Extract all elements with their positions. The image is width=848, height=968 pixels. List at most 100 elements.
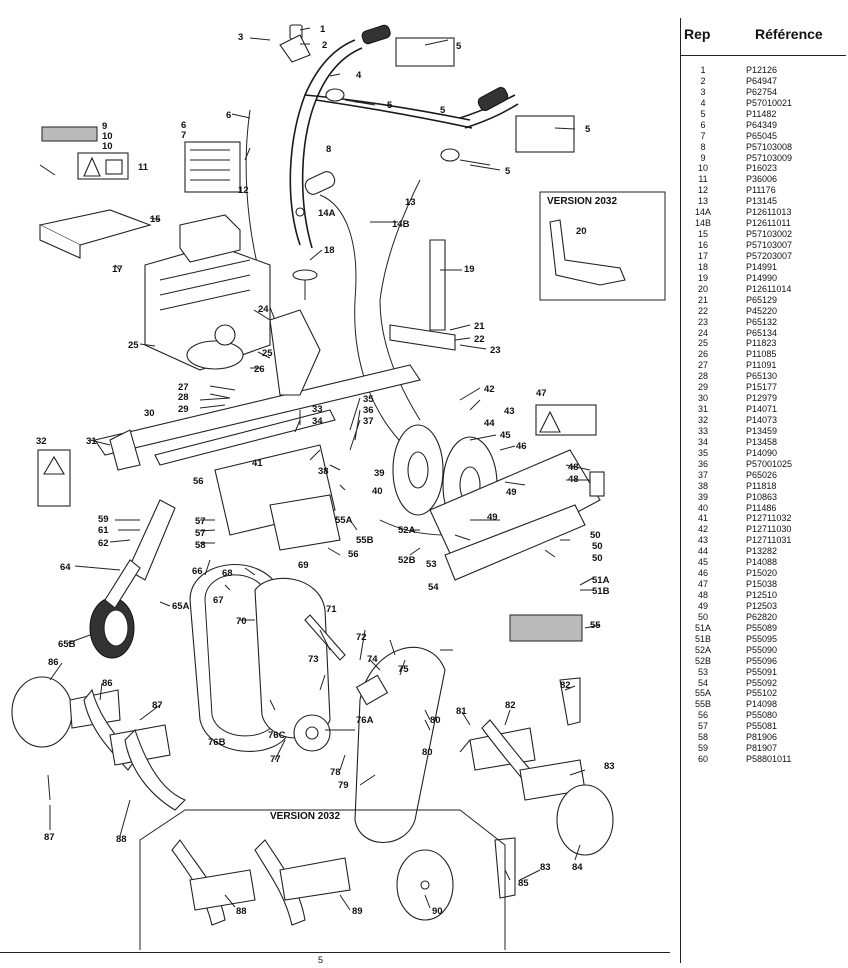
callout: 55 — [590, 620, 601, 631]
rep-cell: 53 — [697, 666, 708, 677]
rep-cell: 1 — [700, 65, 706, 75]
reference-cell: P57010021 — [746, 97, 793, 108]
leader-lines — [39, 27, 601, 911]
reference-cell: P55091 — [746, 666, 778, 677]
rep-cell: 35 — [697, 447, 708, 458]
rep-cell: 23 — [697, 316, 708, 327]
callout: 40 — [372, 486, 383, 497]
rep-cell: 28 — [697, 371, 708, 382]
reference-cell: P55089 — [746, 622, 778, 633]
reference-cell: P14090 — [746, 447, 778, 458]
rep-cell: 9 — [700, 152, 706, 163]
rep-cell: 41 — [697, 513, 708, 524]
callout: 77 — [270, 754, 281, 765]
rep-cell: 36 — [697, 458, 708, 469]
callout: 49 — [506, 487, 517, 498]
callout: 44 — [484, 418, 495, 429]
callout: 25 — [262, 348, 273, 359]
rep-cell: 18 — [697, 261, 708, 272]
callout: 87 — [152, 700, 163, 711]
reference-cell: P55081 — [746, 721, 778, 732]
reference-cell: P57203007 — [746, 250, 793, 261]
transport-wheel — [89, 499, 176, 659]
callout: 74 — [367, 654, 378, 665]
rep-cell: 30 — [697, 393, 708, 404]
callout: 10 — [102, 141, 113, 152]
reference-cell: P14073 — [746, 415, 778, 425]
callout: 31 — [86, 436, 97, 447]
callout: 41 — [252, 458, 263, 469]
table-row: 59 P81907 — [680, 743, 846, 754]
rep-cell: 38 — [697, 480, 708, 491]
reference-cell: P57103002 — [746, 229, 793, 240]
rep-cell: 52A — [694, 644, 711, 655]
callout: 50 — [590, 530, 601, 541]
reference-cell: P12126 — [746, 65, 778, 75]
version-2032-inset-top — [539, 191, 666, 301]
version-2032-inset-bottom — [139, 809, 506, 950]
rep-cell: 2 — [700, 75, 706, 86]
table-row: 35 P14090 — [680, 448, 846, 459]
callout: 72 — [356, 632, 367, 643]
reference-cell: P15038 — [746, 579, 778, 590]
callout: 50 — [592, 541, 603, 552]
callout: 52A — [398, 525, 416, 536]
callout: 45 — [500, 430, 511, 441]
callout: 13 — [405, 197, 416, 208]
callout: 25 — [128, 340, 139, 351]
callout: 5 — [387, 100, 393, 111]
reference-cell: P55096 — [746, 655, 778, 666]
rep-cell: 8 — [700, 141, 706, 152]
callout: 18 — [324, 245, 335, 256]
rep-cell: 29 — [697, 382, 708, 393]
callout: 34 — [312, 416, 323, 427]
rep-cell: 48 — [697, 590, 708, 600]
callout: 47 — [536, 388, 547, 399]
rep-cell: 14A — [694, 207, 711, 218]
rep-cell: 55B — [694, 699, 711, 710]
reference-cell: P81907 — [746, 743, 778, 754]
callout: 88 — [116, 834, 127, 845]
rep-cell: 16 — [697, 240, 708, 250]
callout: 39 — [374, 468, 385, 479]
rep-cell: 32 — [697, 415, 708, 425]
reference-cell: P55095 — [746, 633, 778, 644]
callout: 56 — [348, 549, 359, 560]
callout: 83 — [540, 862, 551, 873]
reference-cell: P65026 — [746, 469, 778, 480]
table-row: 20 P12611014 — [680, 284, 846, 295]
reference-cell: P11486 — [746, 502, 777, 513]
table-header-rule — [680, 55, 846, 56]
reference-cell: P57103007 — [746, 240, 793, 250]
callout: 67 — [213, 595, 224, 606]
reference-cell: P14991 — [746, 261, 778, 272]
rep-cell: 59 — [697, 743, 708, 754]
callout: 14B — [392, 219, 410, 230]
version-label-bottom: VERSION 2032 — [270, 811, 340, 822]
reference-cell: P11085 — [746, 349, 777, 360]
rep-cell: 20 — [697, 283, 708, 294]
reference-cell: P12611014 — [746, 283, 792, 294]
callout: 58 — [195, 540, 206, 551]
